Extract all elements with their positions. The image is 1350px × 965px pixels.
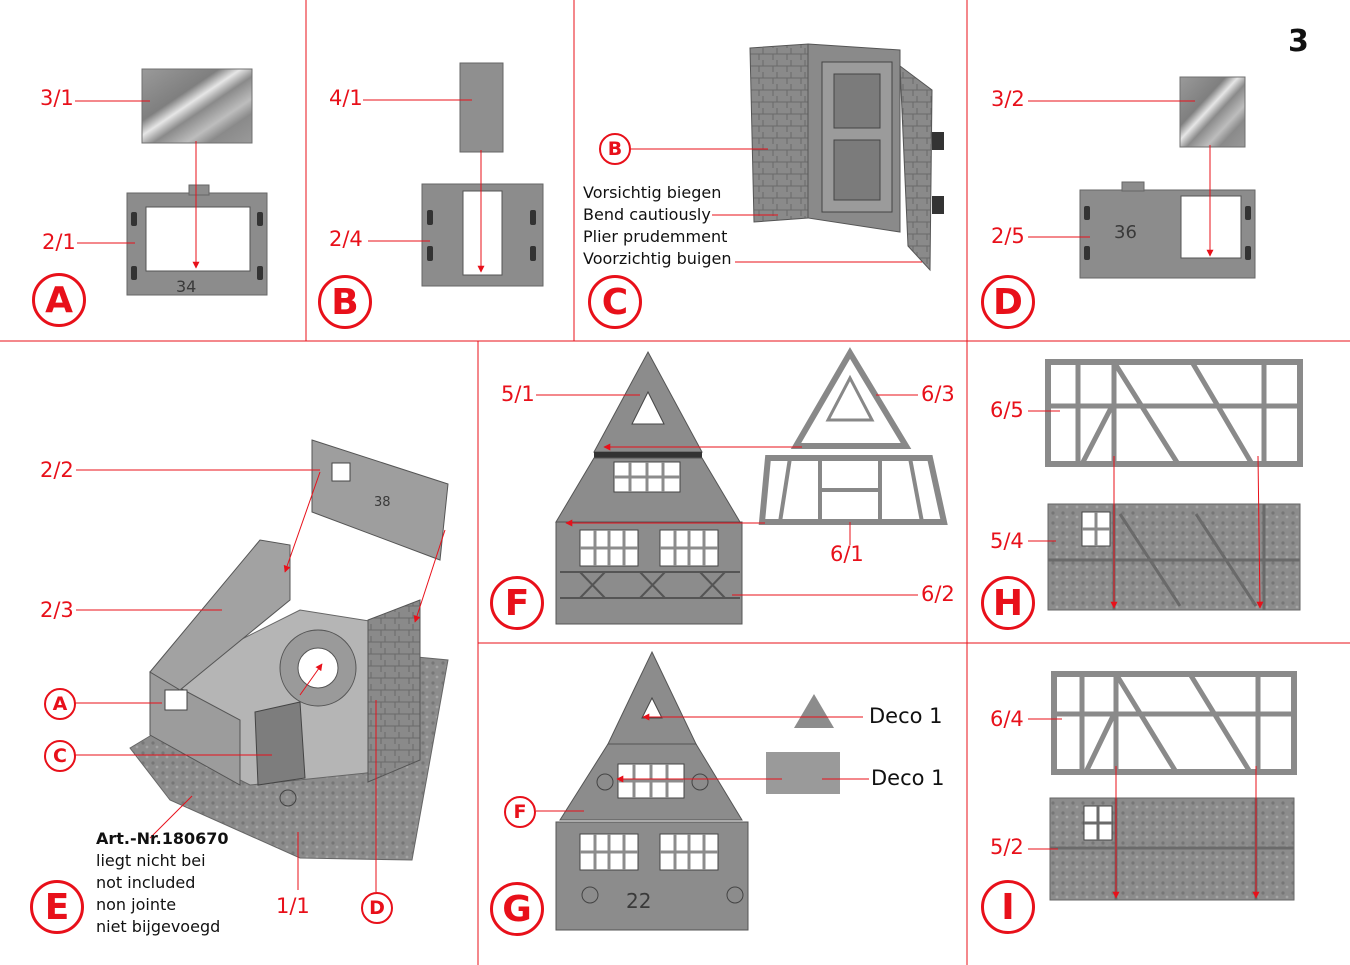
part-label-5-1: 5/1 — [501, 384, 535, 405]
part-label-5-4: 5/4 — [990, 531, 1024, 552]
step-badge-i: I — [981, 880, 1035, 934]
step-badge-e: E — [30, 880, 84, 934]
part-3-1-illustration — [142, 69, 252, 143]
article-number: Art.-Nr.180670 — [96, 828, 229, 850]
part-label-6-1: 6/1 — [830, 544, 864, 565]
part-label-5-2: 5/2 — [990, 837, 1024, 858]
engraving-a: 34 — [176, 276, 196, 298]
gable-frame-5-1-illustration — [556, 352, 742, 624]
part-label-1-1: 1/1 — [276, 896, 310, 917]
bend-note-de: Vorsichtig biegen — [583, 182, 721, 204]
not-included-de: liegt nicht bei — [96, 850, 206, 872]
door-assembly-illustration — [750, 44, 944, 270]
gable-assembled-illustration — [556, 652, 748, 930]
part-label-2-3: 2/3 — [40, 600, 74, 621]
house-base-illustration — [130, 440, 448, 860]
part-label-2-2: 2/2 — [40, 460, 74, 481]
part-label-6-5: 6/5 — [990, 400, 1024, 421]
part-label-6-2: 6/2 — [921, 584, 955, 605]
not-included-en: not included — [96, 872, 195, 894]
engraving-d: 36 — [1114, 222, 1137, 244]
part-2-5-illustration — [1080, 182, 1255, 278]
part-4-1-illustration — [460, 63, 503, 152]
wall-panel-5-4-illustration — [1048, 504, 1300, 610]
part-label-6-4: 6/4 — [990, 709, 1024, 730]
deco-label-triangle: Deco 1 — [869, 706, 943, 727]
part-label-3-2: 3/2 — [991, 89, 1025, 110]
deco-label-rectangle: Deco 1 — [871, 768, 945, 789]
part-label-2-1: 2/1 — [42, 232, 76, 253]
ref-badge-a: A — [44, 688, 76, 720]
step-badge-g: G — [490, 882, 544, 936]
part-label-4-1: 4/1 — [329, 88, 363, 109]
step-badge-h: H — [981, 576, 1035, 630]
step-badge-d: D — [981, 275, 1035, 329]
page-number: 3 — [1288, 24, 1309, 59]
part-2-1-illustration — [127, 185, 267, 295]
ref-badge-c: C — [44, 740, 76, 772]
wall-frame-6-4-illustration — [1054, 674, 1294, 772]
bend-note-fr: Plier prudemment — [583, 226, 727, 248]
ref-badge-f: F — [504, 796, 536, 828]
engraving-g: 22 — [626, 890, 651, 912]
step-badge-f: F — [490, 576, 544, 630]
part-label-2-4: 2/4 — [329, 229, 363, 250]
wall-frame-6-5-illustration — [1048, 362, 1300, 464]
part-2-4-illustration — [422, 184, 543, 286]
ref-badge-b: B — [599, 133, 631, 165]
bend-note-nl: Voorzichtig buigen — [583, 248, 731, 270]
part-label-2-5: 2/5 — [991, 226, 1025, 247]
deco-rectangle-illustration — [766, 752, 840, 794]
not-included-fr: non jointe — [96, 894, 176, 916]
engraving-e: 38 — [374, 492, 391, 514]
step-badge-a: A — [32, 273, 86, 327]
not-included-nl: niet bijgevoegd — [96, 916, 220, 938]
part-3-2-illustration — [1180, 77, 1245, 147]
step-badge-c: C — [588, 275, 642, 329]
part-label-3-1: 3/1 — [40, 88, 74, 109]
wall-panel-5-2-illustration — [1050, 798, 1294, 900]
gable-frame-6-3-illustration — [762, 353, 944, 522]
deco-triangle-illustration — [794, 694, 834, 728]
bend-note-en: Bend cautiously — [583, 204, 711, 226]
step-badge-b: B — [318, 275, 372, 329]
ref-badge-d: D — [361, 892, 393, 924]
part-label-6-3: 6/3 — [921, 384, 955, 405]
